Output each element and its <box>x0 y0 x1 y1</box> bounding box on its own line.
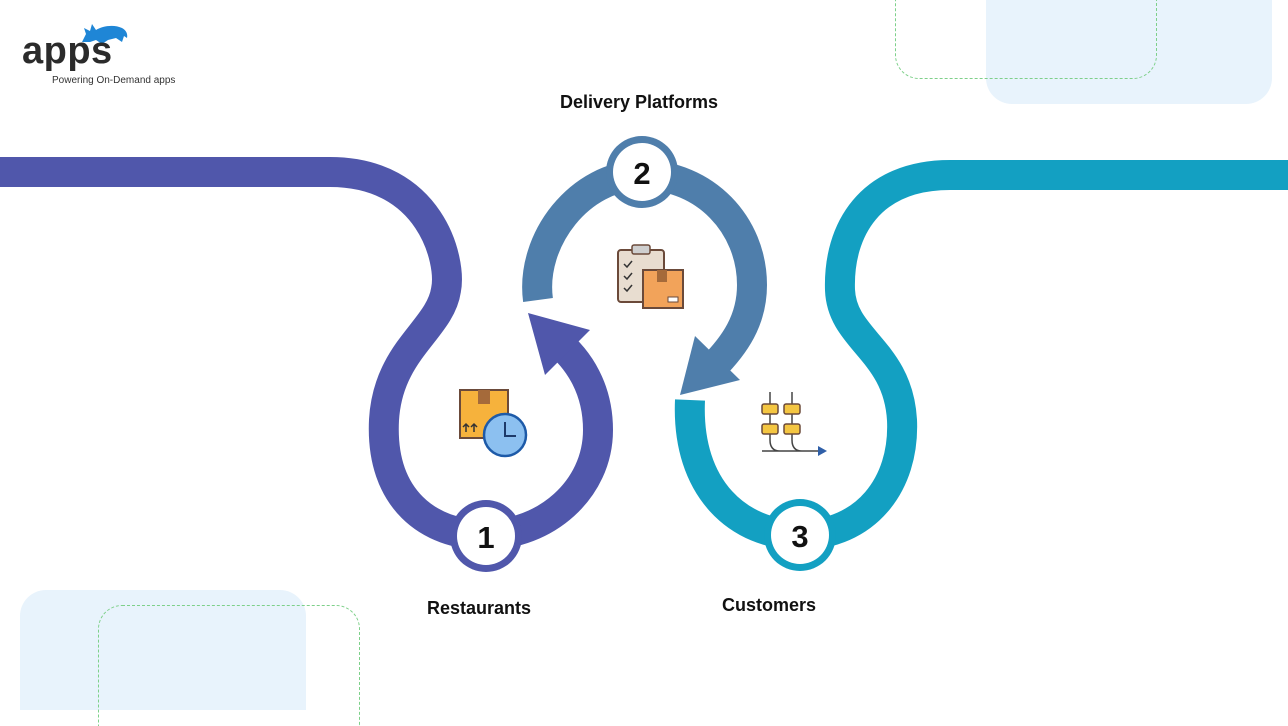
step-number-1: 1 <box>477 520 494 555</box>
step-badge-1: 1 <box>450 500 522 572</box>
process-flow-diagram: 2 1 3 <box>0 136 1288 572</box>
step-label-customers: Customers <box>722 595 817 615</box>
delivery-time-box-icon <box>459 389 528 458</box>
brand-tagline: Powering On-Demand apps <box>52 75 176 86</box>
arrow-head-restaurants <box>528 313 590 375</box>
step-label-restaurants: Restaurants <box>427 598 532 618</box>
workflow-icon <box>761 392 827 456</box>
clipboard-package-icon <box>617 244 684 309</box>
flow-path-restaurants <box>0 157 614 551</box>
dashed-outline-top-right <box>895 0 1157 79</box>
flow-path-delivery-platforms <box>522 159 768 395</box>
step-number-3: 3 <box>791 519 808 554</box>
arrow-head-delivery-platforms <box>680 336 740 395</box>
rhino-icon <box>82 24 128 44</box>
decorative-panel-top-right <box>986 0 1272 104</box>
step-label-delivery-platforms: Delivery Platforms <box>560 92 719 112</box>
dashed-outline-bottom-left <box>98 605 360 726</box>
step-number-2: 2 <box>633 156 650 191</box>
step-badge-2: 2 <box>606 136 678 208</box>
flow-path-customers <box>674 160 1288 551</box>
step-badge-3: 3 <box>764 499 836 571</box>
brand-name: apps <box>22 30 113 72</box>
